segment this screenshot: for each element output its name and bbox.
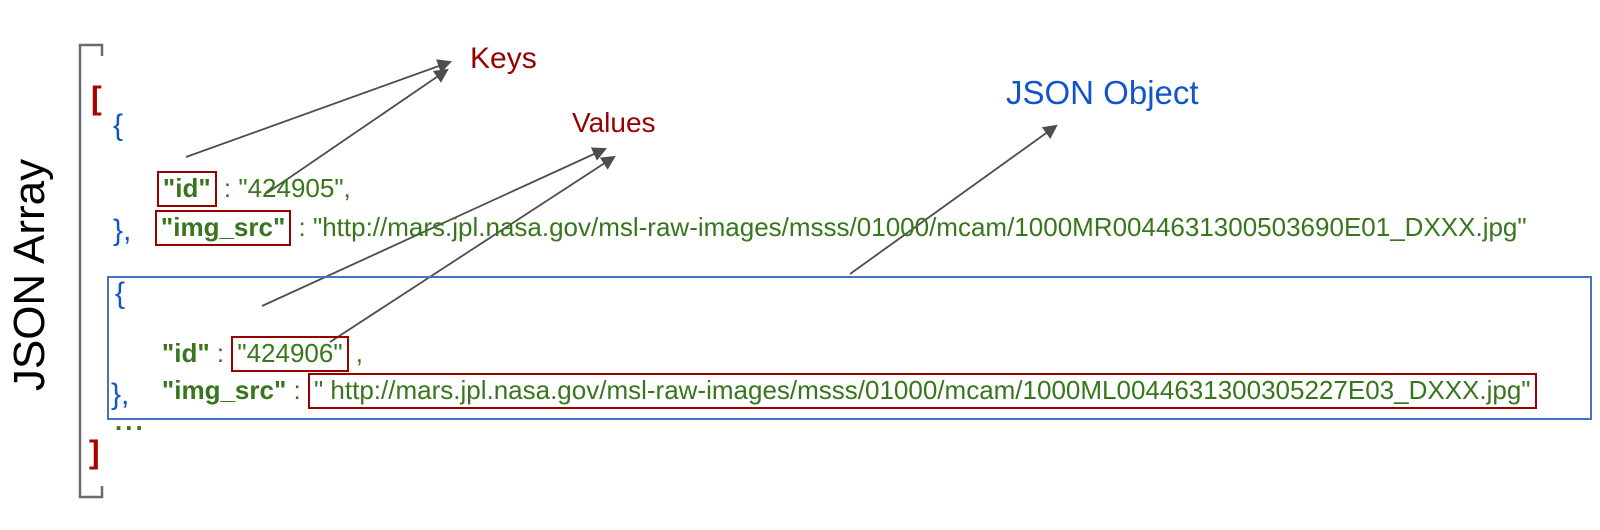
array-open-bracket: [ bbox=[91, 80, 102, 116]
object2-id-value: "424906" bbox=[237, 338, 343, 369]
object1-id-value: : "424905", bbox=[216, 173, 351, 204]
object1-open-brace: { bbox=[113, 109, 124, 142]
object2-id-value-highlight-box: "424906" bbox=[231, 336, 349, 373]
object1-id-key: "id" bbox=[162, 173, 211, 204]
json-array-label: JSON Array bbox=[5, 158, 54, 392]
object2-imgsrc-line: "img_src" : " http://mars.jpl.nasa.gov/m… bbox=[133, 342, 1537, 440]
object1-imgsrc-value: : "http://mars.jpl.nasa.gov/msl-raw-imag… bbox=[291, 212, 1527, 243]
object2-imgsrc-value: " http://mars.jpl.nasa.gov/msl-raw-image… bbox=[313, 375, 1531, 406]
object2-id-comma: , bbox=[348, 338, 364, 369]
object2-imgsrc-key: "img_src" bbox=[161, 375, 287, 406]
object2-id-key: "id" bbox=[161, 338, 210, 369]
object1-id-key-highlight-box: "id" bbox=[156, 171, 217, 208]
object2-id-separator: : bbox=[209, 338, 232, 369]
json-object-highlight-box bbox=[107, 276, 1592, 420]
object1-imgsrc-key-highlight-box: "img_src" bbox=[154, 210, 292, 247]
object1-imgsrc-key: "img_src" bbox=[160, 212, 286, 243]
keys-label: Keys bbox=[470, 42, 537, 75]
object1-id-line: "id" : "424905", bbox=[128, 140, 351, 238]
array-close-bracket: ] bbox=[89, 434, 100, 470]
object2-id-line: "id" : "424906" , bbox=[133, 305, 363, 403]
object2-open-brace: { bbox=[115, 277, 126, 310]
object1-imgsrc-line: "img_src" : "http://mars.jpl.nasa.gov/ms… bbox=[126, 179, 1527, 277]
json-object-label: JSON Object bbox=[1006, 74, 1199, 111]
object2-close-brace: }, bbox=[111, 378, 130, 411]
values-label: Values bbox=[572, 107, 656, 138]
array-ellipsis: ... bbox=[115, 406, 146, 436]
object2-imgsrc-value-highlight-box: " http://mars.jpl.nasa.gov/msl-raw-image… bbox=[307, 373, 1537, 410]
object2-imgsrc-separator: : bbox=[286, 375, 308, 406]
object1-close-brace: }, bbox=[113, 214, 132, 247]
